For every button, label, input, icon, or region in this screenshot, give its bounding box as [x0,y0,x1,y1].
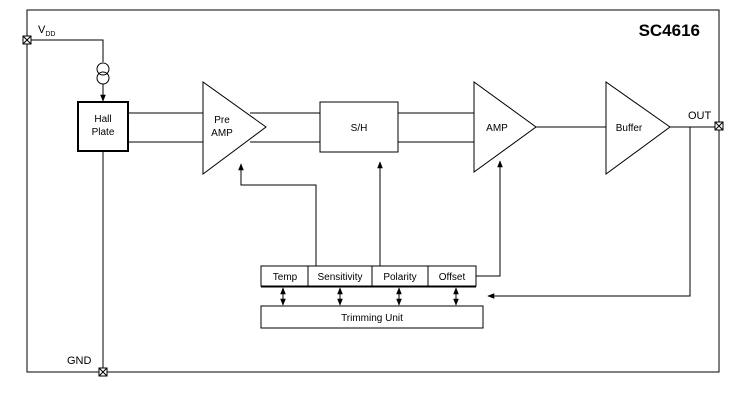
vdd-pin [22,35,32,45]
trim-field-temp: Temp [273,272,298,283]
trim-field-offset: Offset [439,272,466,283]
offset-control-wire [476,160,503,277]
trim-field-sensitivity: Sensitivity [317,272,362,283]
trim-field-polarity: Polarity [383,272,416,283]
hall-plate-label-2: Plate [92,127,115,138]
sample-hold-block [319,101,399,153]
current-source-icon [96,62,110,85]
out-feedback-wire [487,127,691,299]
preamp-block [202,81,267,175]
sample-hold-label: S/H [351,123,368,134]
trimming-unit-label: Trimming Unit [341,313,403,324]
temp-sens-control-wire [238,163,317,266]
vdd-label: VDD [38,24,55,38]
hall-plate-label-1: Hall [94,114,111,125]
chip-boundary [26,9,720,373]
trim-bus-connectors [280,287,459,306]
amp-block [473,81,537,173]
out-pin [714,121,724,131]
vdd-wire [31,39,104,62]
buffer-block [605,81,671,175]
out-label: OUT [688,110,712,122]
preamp-label-1: Pre [214,115,230,126]
trimming-unit-block [260,305,484,329]
hall-plate-block [77,101,129,152]
preamp-label-2: AMP [211,128,233,139]
amp-label: AMP [486,123,508,134]
chip-title: SC4616 [639,21,700,40]
gnd-pin [98,367,108,377]
buffer-label: Buffer [616,123,643,134]
gnd-label: GND [67,355,92,367]
trim-register [260,265,477,288]
